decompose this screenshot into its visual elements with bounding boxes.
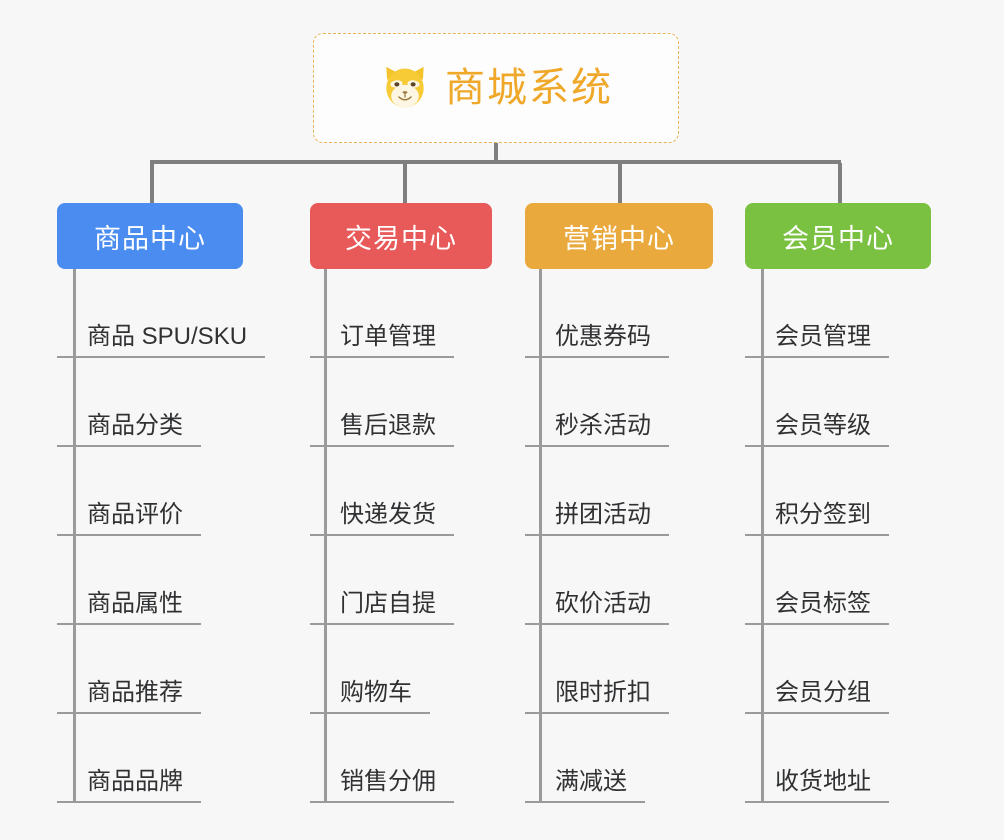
branch-header-member-center[interactable]: 会员中心 xyxy=(745,203,931,269)
leaf-label: 商品品牌 xyxy=(87,767,183,795)
leaf-label: 砍价活动 xyxy=(555,589,651,617)
branch-drop-connector xyxy=(838,163,842,205)
list-item[interactable]: 优惠券码 xyxy=(525,269,669,358)
leaf-label: 会员管理 xyxy=(775,322,871,350)
root-stem-connector xyxy=(494,143,498,163)
leaf-label: 满减送 xyxy=(555,767,627,795)
branch-spine xyxy=(539,269,542,803)
list-item[interactable]: 限时折扣 xyxy=(525,625,669,714)
leaf-label: 售后退款 xyxy=(340,411,436,439)
branch-label: 营销中心 xyxy=(563,223,675,254)
leaf-label: 商品评价 xyxy=(87,500,183,528)
list-item[interactable]: 商品 SPU/SKU xyxy=(57,269,266,358)
root-node[interactable]: 商城系统 xyxy=(313,33,679,143)
leaf-label: 收货地址 xyxy=(775,767,871,795)
branch-spine xyxy=(761,269,764,803)
list-item[interactable]: 会员标签 xyxy=(745,536,889,625)
list-item[interactable]: 会员管理 xyxy=(745,269,889,358)
branch-spine xyxy=(324,269,327,803)
leaf-label: 会员等级 xyxy=(775,411,871,439)
leaf-list: 商品 SPU/SKU 商品分类 商品评价 商品属性 商品推荐 商品品牌 xyxy=(57,269,266,803)
list-item[interactable]: 拼团活动 xyxy=(525,447,669,536)
shiba-dog-face-icon xyxy=(386,66,424,108)
leaf-label: 门店自提 xyxy=(340,589,436,617)
list-item[interactable]: 商品品牌 xyxy=(57,714,265,803)
leaf-list: 会员管理 会员等级 积分签到 会员标签 会员分组 收货地址 xyxy=(745,269,889,803)
branch-drop-connector xyxy=(618,163,622,205)
list-item[interactable]: 商品分类 xyxy=(57,358,265,447)
leaf-label: 会员分组 xyxy=(775,678,871,706)
branch-header-trade-center[interactable]: 交易中心 xyxy=(310,203,492,269)
branch-label: 交易中心 xyxy=(345,223,457,254)
list-item[interactable]: 满减送 xyxy=(525,714,669,803)
branch-header-marketing-center[interactable]: 营销中心 xyxy=(525,203,713,269)
leaf-label: 商品分类 xyxy=(87,411,183,439)
branch-drop-connector xyxy=(150,163,154,205)
branch-bus-connector xyxy=(150,160,841,164)
list-item[interactable]: 会员分组 xyxy=(745,625,889,714)
list-item[interactable]: 商品推荐 xyxy=(57,625,265,714)
list-item[interactable]: 秒杀活动 xyxy=(525,358,669,447)
list-item[interactable]: 积分签到 xyxy=(745,447,889,536)
leaf-list: 订单管理 售后退款 快递发货 门店自提 购物车 销售分佣 xyxy=(310,269,454,803)
branch-header-product-center[interactable]: 商品中心 xyxy=(57,203,243,269)
list-item[interactable]: 收货地址 xyxy=(745,714,889,803)
branch-label: 商品中心 xyxy=(94,223,206,254)
leaf-list: 优惠券码 秒杀活动 拼团活动 砍价活动 限时折扣 满减送 xyxy=(525,269,669,803)
root-label: 商城系统 xyxy=(445,66,613,110)
list-item[interactable]: 快递发货 xyxy=(310,447,454,536)
leaf-label: 订单管理 xyxy=(340,322,436,350)
leaf-label: 限时折扣 xyxy=(555,678,651,706)
branch-drop-connector xyxy=(403,163,407,205)
list-item[interactable]: 砍价活动 xyxy=(525,536,669,625)
leaf-label: 商品 SPU/SKU xyxy=(87,322,248,350)
list-item[interactable]: 售后退款 xyxy=(310,358,454,447)
list-item[interactable]: 商品评价 xyxy=(57,447,265,536)
branch-label: 会员中心 xyxy=(782,223,894,254)
leaf-label: 销售分佣 xyxy=(340,767,436,795)
branch-spine xyxy=(73,269,76,803)
leaf-label: 优惠券码 xyxy=(555,322,651,350)
leaf-label: 会员标签 xyxy=(775,589,871,617)
list-item[interactable]: 销售分佣 xyxy=(310,714,454,803)
leaf-label: 商品推荐 xyxy=(87,678,183,706)
list-item[interactable]: 订单管理 xyxy=(310,269,454,358)
list-item[interactable]: 商品属性 xyxy=(57,536,265,625)
leaf-label: 快递发货 xyxy=(340,500,436,528)
leaf-label: 积分签到 xyxy=(775,500,871,528)
leaf-label: 购物车 xyxy=(340,678,412,706)
leaf-label: 商品属性 xyxy=(87,589,183,617)
leaf-label: 秒杀活动 xyxy=(555,411,651,439)
list-item[interactable]: 购物车 xyxy=(310,625,454,714)
list-item[interactable]: 会员等级 xyxy=(745,358,889,447)
list-item[interactable]: 门店自提 xyxy=(310,536,454,625)
leaf-label: 拼团活动 xyxy=(555,500,651,528)
